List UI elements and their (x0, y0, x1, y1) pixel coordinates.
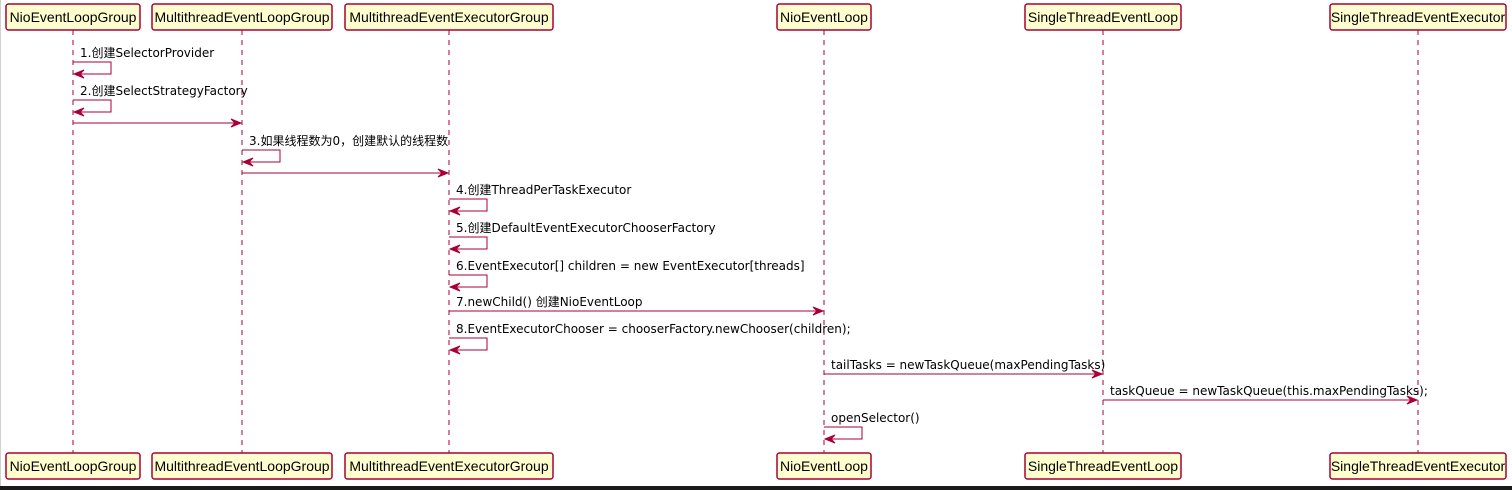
participant-name: SingleThreadEventExecutor (1331, 458, 1506, 474)
participant-box (1024, 3, 1182, 31)
message-line (824, 426, 863, 440)
arrow-head-icon (72, 107, 85, 117)
message-label: 6.EventExecutor[] children = new EventEx… (456, 259, 805, 273)
participant-box (5, 452, 141, 480)
participant-box (1329, 3, 1507, 31)
message-label: tailTasks = newTaskQueue(maxPendingTasks… (831, 358, 1105, 372)
participant-bottom-2[interactable]: MultithreadEventExecutorGroup (344, 452, 554, 480)
message-6[interactable]: 4.创建ThreadPerTaskExecutor (448, 183, 631, 216)
message-11[interactable]: tailTasks = newTaskQueue(maxPendingTasks… (824, 358, 1105, 379)
message-1[interactable]: 1.创建SelectorProvider (72, 46, 214, 79)
participant-top-2[interactable]: MultithreadEventExecutorGroup (344, 3, 554, 31)
message-label: 7.newChild() 创建NioEventLoop (456, 295, 643, 309)
arrow-head-icon (241, 157, 254, 167)
participant-box (344, 452, 554, 480)
participant-box (776, 452, 872, 480)
message-line (242, 149, 281, 163)
participant-top-3[interactable]: NioEventLoop (776, 3, 872, 31)
participant-top-0[interactable]: NioEventLoopGroup (5, 3, 141, 31)
participant-name: NioEventLoop (780, 9, 868, 25)
message-2[interactable]: 2.创建SelectStrategyFactory (72, 84, 248, 117)
participant-name: SingleThreadEventLoop (1028, 458, 1178, 474)
participant-name: SingleThreadEventExecutor (1331, 9, 1506, 25)
message-label: openSelector() (831, 411, 920, 425)
arrow-head-icon (72, 69, 85, 79)
participant-box (776, 3, 872, 31)
participant-name: NioEventLoopGroup (10, 458, 137, 474)
participant-box (1329, 452, 1507, 480)
message-label: taskQueue = newTaskQueue(this.maxPending… (1110, 384, 1428, 398)
participant-name: MultithreadEventExecutorGroup (349, 9, 548, 25)
arrow-head-icon (437, 168, 450, 178)
message-line (73, 61, 112, 75)
message-8[interactable]: 6.EventExecutor[] children = new EventEx… (448, 259, 805, 292)
participant-bottom-5[interactable]: SingleThreadEventExecutor (1329, 452, 1507, 480)
participant-top-5[interactable]: SingleThreadEventExecutor (1329, 3, 1507, 31)
participant-box (5, 3, 141, 31)
message-label: 5.创建DefaultEventExecutorChooserFactory (456, 221, 716, 235)
message-line (449, 236, 488, 250)
arrow-head-icon (448, 345, 461, 355)
participant-name: MultithreadEventLoopGroup (154, 458, 329, 474)
participant-box (151, 452, 333, 480)
message-label: 2.创建SelectStrategyFactory (80, 84, 248, 98)
message-7[interactable]: 5.创建DefaultEventExecutorChooserFactory (448, 221, 716, 254)
message-10[interactable]: 8.EventExecutorChooser = chooserFactory.… (448, 322, 851, 355)
message-3[interactable] (73, 118, 243, 128)
message-label: 8.EventExecutorChooser = chooserFactory.… (456, 322, 851, 336)
arrow-head-icon (1091, 369, 1104, 379)
participant-bottom-0[interactable]: NioEventLoopGroup (5, 452, 141, 480)
participant-top-1[interactable]: MultithreadEventLoopGroup (151, 3, 333, 31)
message-line (449, 337, 488, 351)
message-line (449, 198, 488, 212)
message-4[interactable]: 3.如果线程数为0，创建默认的线程数 (241, 133, 448, 167)
participant-bottom-3[interactable]: NioEventLoop (776, 452, 872, 480)
participant-top-4[interactable]: SingleThreadEventLoop (1024, 3, 1182, 31)
participant-name: MultithreadEventExecutorGroup (349, 458, 548, 474)
message-5[interactable] (242, 168, 450, 178)
participant-box (151, 3, 333, 31)
participant-bottom-1[interactable]: MultithreadEventLoopGroup (151, 452, 333, 480)
arrow-head-icon (230, 118, 243, 128)
message-label: 3.如果线程数为0，创建默认的线程数 (249, 133, 448, 148)
participant-name: NioEventLoopGroup (10, 9, 137, 25)
arrow-head-icon (823, 434, 836, 444)
left-border (0, 0, 1, 490)
participant-name: MultithreadEventLoopGroup (154, 9, 329, 25)
participant-name: NioEventLoop (780, 458, 868, 474)
arrow-head-icon (448, 244, 461, 254)
arrow-head-icon (812, 306, 825, 316)
participant-box (1024, 452, 1182, 480)
participant-bottom-4[interactable]: SingleThreadEventLoop (1024, 452, 1182, 480)
message-line (449, 274, 488, 288)
message-9[interactable]: 7.newChild() 创建NioEventLoop (449, 295, 825, 316)
participant-box (344, 3, 554, 31)
arrow-head-icon (448, 206, 461, 216)
message-label: 4.创建ThreadPerTaskExecutor (456, 183, 631, 197)
message-label: 1.创建SelectorProvider (80, 46, 214, 60)
arrow-head-icon (448, 282, 461, 292)
participant-name: SingleThreadEventLoop (1028, 9, 1178, 25)
arrow-head-icon (1406, 395, 1419, 405)
message-line (73, 99, 112, 113)
bottom-border (0, 486, 1512, 490)
message-12[interactable]: taskQueue = newTaskQueue(this.maxPending… (1103, 384, 1428, 405)
message-13[interactable]: openSelector() (823, 411, 920, 444)
